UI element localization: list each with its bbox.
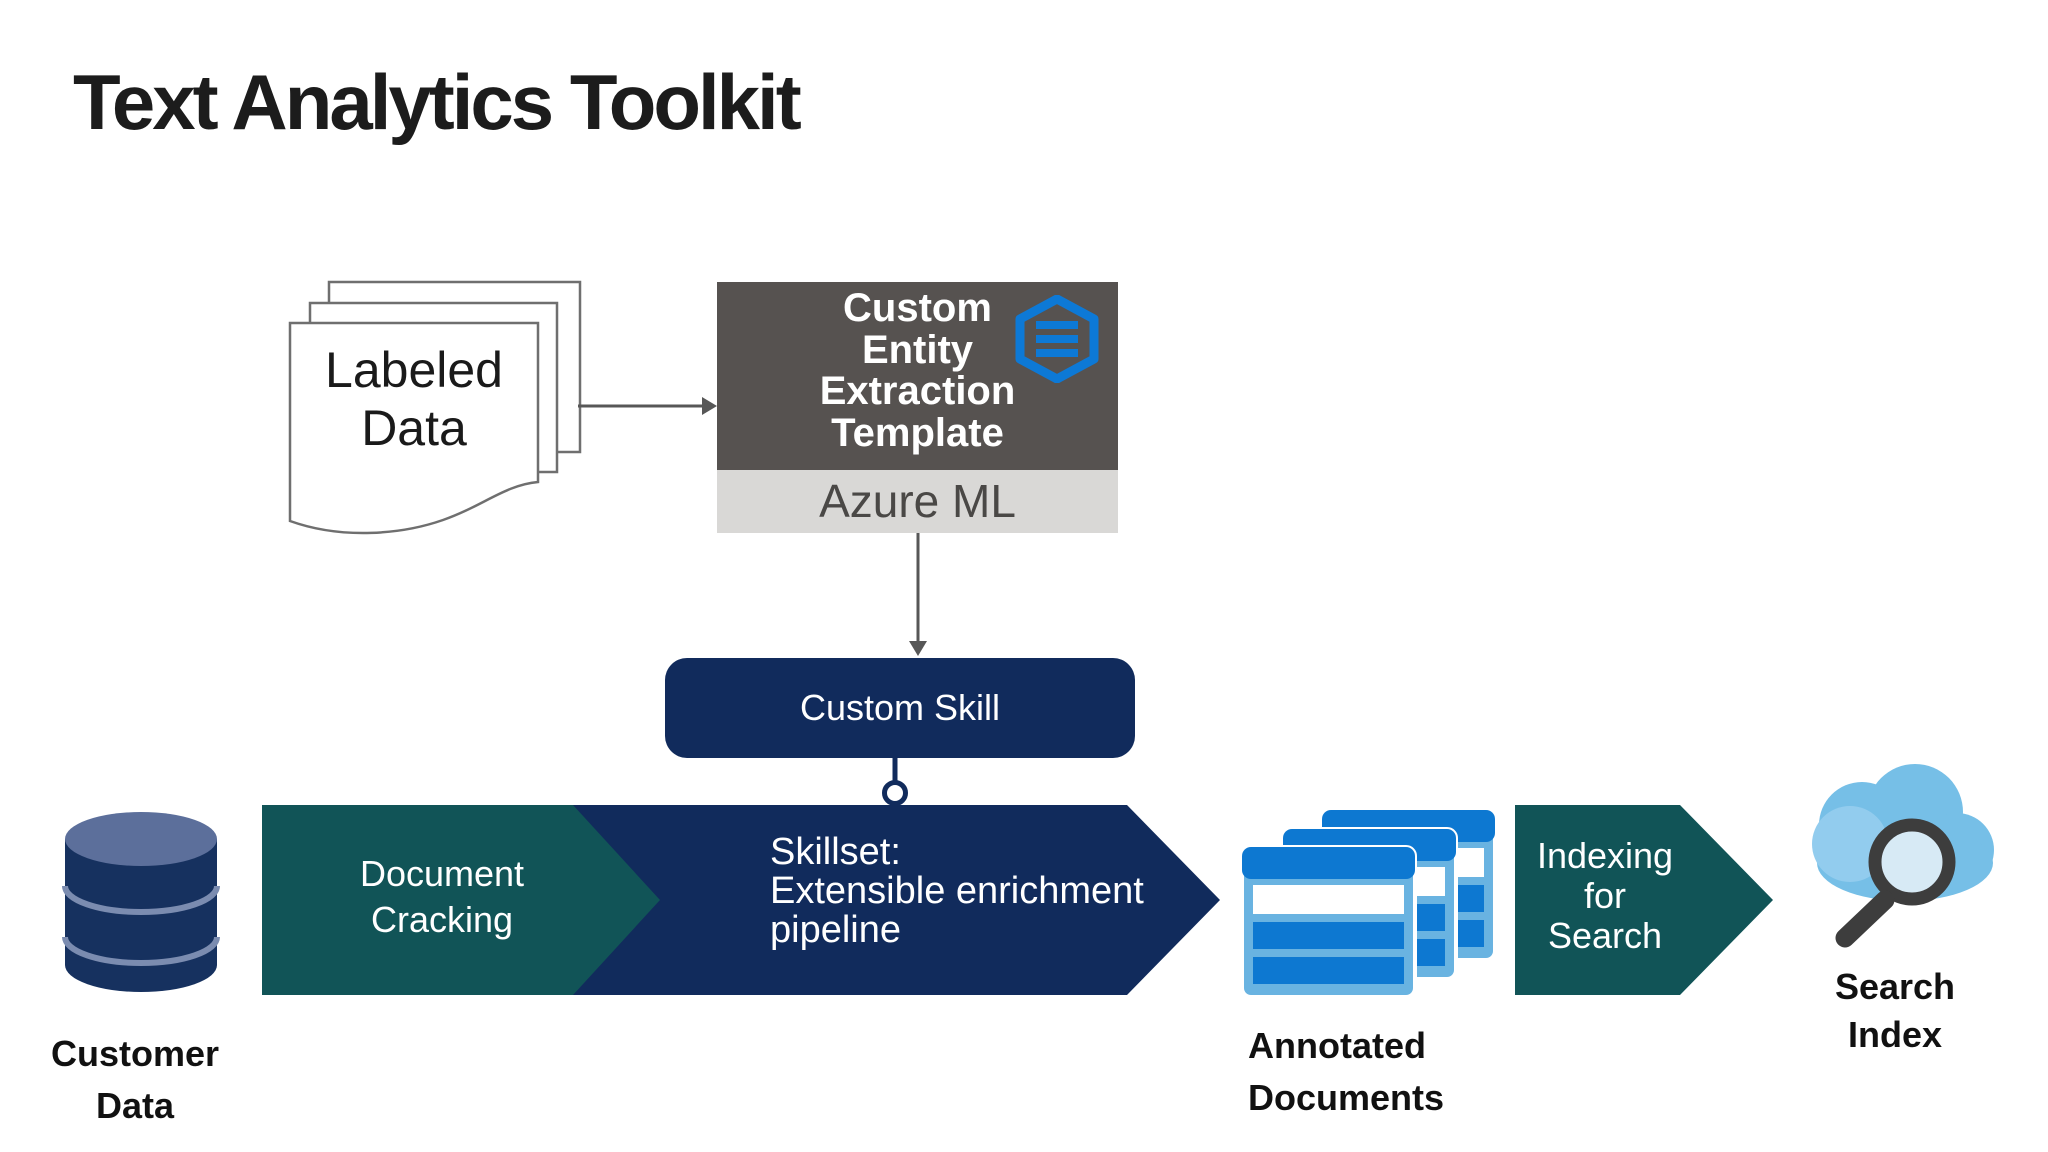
indexing-line1: Indexing [1536, 835, 1674, 876]
doc-crack-line1: Document [359, 853, 525, 894]
hexagon-bar1 [1036, 321, 1078, 329]
page-front [288, 321, 540, 535]
indexing-chevron [1515, 805, 1773, 995]
search-index-cloud-icon [1812, 764, 1994, 948]
azure-ml-label: Azure ML [819, 475, 1016, 527]
customer-line1: Customer [50, 1033, 220, 1074]
database-separator2 [62, 936, 220, 966]
template-line3: Extraction [819, 369, 1016, 413]
connector-circle-icon [882, 780, 908, 806]
labeled-data-pages-icon [288, 280, 582, 535]
pipeline-banner [262, 805, 1220, 995]
magnifier-handle [1835, 890, 1895, 948]
skillset-arrow-shape [562, 805, 1220, 995]
hexagon-bar3 [1036, 349, 1078, 357]
skillset-line2: Extensible enrichment [770, 870, 1144, 912]
skillset-label: Skillset: Extensible enrichment pipeline [770, 833, 1144, 950]
template-box-label: Custom Entity Extraction Template [717, 286, 1118, 455]
document-cracking-label: Document Cracking [282, 851, 602, 943]
labeled-data-label: Labeled Data [290, 341, 538, 457]
search-line1: Search [1834, 966, 1956, 1007]
magnifier-ring [1868, 818, 1956, 906]
indexing-label: Indexing for Search [1515, 836, 1695, 956]
database-icon [62, 812, 220, 992]
database-body [65, 839, 217, 992]
indexing-arrow-shape [1515, 805, 1773, 995]
hexagon-list-icon [1015, 295, 1099, 383]
arrowhead-right-icon [702, 397, 717, 415]
custom-skill-label: Custom Skill [799, 687, 1001, 728]
search-index-label: Search Index [1815, 963, 1975, 1059]
labeled-data-line1: Labeled [325, 342, 503, 398]
skillset-line1: Skillset: [770, 831, 901, 873]
annotated-line1: Annotated [1248, 1025, 1426, 1066]
template-line4: Template [831, 410, 1004, 455]
magnifier-lens [1881, 831, 1943, 893]
hexagon-outline [1015, 295, 1099, 383]
annotated-documents-label: Annotated Documents [1248, 1020, 1548, 1124]
customer-data-label: Customer Data [40, 1028, 230, 1132]
hexagon-bar2 [1036, 335, 1078, 343]
indexing-line2: for [1583, 875, 1626, 916]
template-line1: Custom [843, 286, 992, 330]
custom-skill-box [665, 658, 1135, 758]
azure-ml-bar [717, 470, 1118, 533]
search-line2: Index [1847, 1014, 1943, 1055]
database-top [65, 812, 217, 866]
annotated-line2: Documents [1248, 1077, 1445, 1118]
doc-card-front [1240, 845, 1417, 999]
page-title: Text Analytics Toolkit [73, 58, 802, 146]
arrowhead-down-icon [909, 641, 927, 656]
database-separator1 [62, 885, 220, 915]
skillset-line3: pipeline [770, 909, 901, 951]
annotated-documents-icon [1240, 808, 1497, 999]
indexing-line3: Search [1547, 915, 1663, 956]
template-line2: Entity [861, 327, 974, 372]
customer-line2: Data [95, 1085, 175, 1126]
labeled-data-line2: Data [361, 400, 467, 456]
document-cracking-chevron-shape [262, 805, 660, 995]
doc-crack-line2: Cracking [370, 899, 514, 940]
